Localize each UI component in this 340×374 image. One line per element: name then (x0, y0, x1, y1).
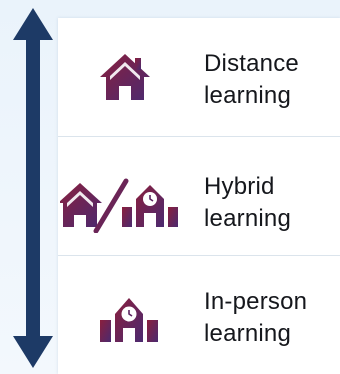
mode-label: In-person learning (204, 286, 307, 350)
label-line2: learning (204, 82, 291, 109)
mode-hybrid-learning: Hybrid learning (58, 136, 340, 255)
mode-in-person-learning: In-person learning (58, 255, 340, 374)
house-school-hybrid-icon (60, 178, 178, 233)
label-line2: learning (204, 205, 291, 232)
mode-distance-learning: Distance learning (58, 18, 340, 136)
school-icon (100, 298, 158, 342)
house-icon (100, 54, 150, 100)
mode-label: Hybrid learning (204, 171, 291, 235)
label-line1: Distance (204, 50, 299, 77)
label-line1: Hybrid (204, 173, 275, 200)
mode-label: Distance learning (204, 48, 299, 112)
label-line2: learning (204, 320, 291, 347)
double-arrow-icon (13, 8, 53, 368)
label-line1: In-person (204, 288, 308, 315)
learning-modes-panel: Distance learning Hybrid learning (58, 18, 340, 374)
